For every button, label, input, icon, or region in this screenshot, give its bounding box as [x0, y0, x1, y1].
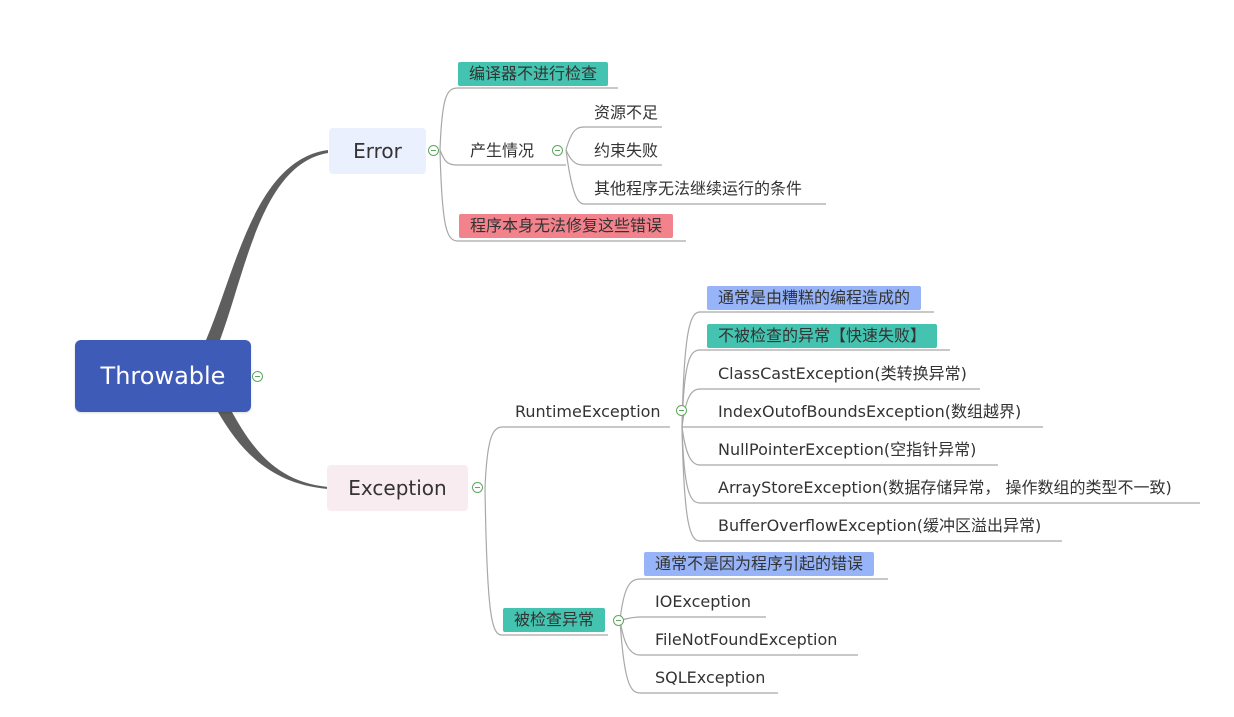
node-insufficient-resources[interactable]: 资源不足	[594, 103, 659, 122]
node-exception[interactable]: Exception	[327, 465, 468, 511]
line-rt-3	[681, 388, 980, 428]
node-runtime-item[interactable]: NullPointerException(空指针异常)	[718, 440, 977, 459]
collapse-toggle-icon[interactable]	[613, 615, 624, 626]
node-constraint-failure[interactable]: 约束失败	[594, 141, 659, 160]
node-checked-item[interactable]: IOException	[655, 592, 752, 611]
node-runtime-item[interactable]: 通常是由糟糕的编程造成的	[707, 286, 922, 310]
line-ck-4	[619, 619, 778, 694]
node-checked-item[interactable]: SQLException	[655, 668, 766, 687]
collapse-toggle-icon[interactable]	[252, 371, 263, 382]
collapse-toggle-icon[interactable]	[428, 145, 439, 156]
line-occ-2	[565, 149, 662, 166]
line-ck-1	[619, 578, 888, 621]
collapse-toggle-icon[interactable]	[676, 405, 687, 416]
node-error[interactable]: Error	[329, 128, 426, 174]
node-compiler-not-checked[interactable]: 编译器不进行检查	[458, 62, 609, 86]
line-rt-7	[681, 426, 1062, 542]
root-node-throwable[interactable]: Throwable	[75, 340, 251, 412]
node-unrepairable[interactable]: 程序本身无法修复这些错误	[459, 214, 674, 238]
line-ck-3	[619, 619, 858, 656]
node-occurrence[interactable]: 产生情况	[470, 141, 535, 160]
line-rt-1	[681, 311, 934, 428]
node-runtime-item[interactable]: IndexOutofBoundsException(数组越界)	[718, 402, 1022, 421]
collapse-toggle-icon[interactable]	[552, 145, 563, 156]
line-exc-runtime	[484, 426, 670, 489]
node-runtime-item[interactable]: 不被检查的异常【快速失败】	[707, 324, 938, 348]
line-error-unrepairable	[439, 149, 686, 242]
node-runtime-exception[interactable]: RuntimeException	[515, 402, 661, 421]
branch-root-error	[206, 150, 328, 340]
branch-root-exception	[218, 412, 328, 489]
node-checked-exception[interactable]: 被检查异常	[503, 608, 606, 632]
line-occ-3	[565, 149, 826, 205]
node-runtime-item[interactable]: BufferOverflowException(缓冲区溢出异常)	[718, 516, 1042, 535]
line-exc-checked	[484, 487, 608, 636]
line-ck-2	[619, 616, 766, 621]
line-rt-5	[681, 426, 998, 466]
node-runtime-item[interactable]: ClassCastException(类转换异常)	[718, 364, 967, 383]
line-occ-1	[565, 126, 662, 151]
node-runtime-item[interactable]: ArrayStoreException(数据存储异常， 操作数组的类型不一致)	[718, 478, 1172, 497]
line-error-notchecked	[439, 87, 618, 151]
collapse-toggle-icon[interactable]	[472, 482, 483, 493]
node-checked-item[interactable]: 通常不是因为程序引起的错误	[644, 552, 875, 576]
line-error-occurrence	[439, 149, 566, 166]
node-checked-item[interactable]: FileNotFoundException	[655, 630, 838, 649]
node-other-conditions[interactable]: 其他程序无法继续运行的条件	[594, 179, 803, 198]
